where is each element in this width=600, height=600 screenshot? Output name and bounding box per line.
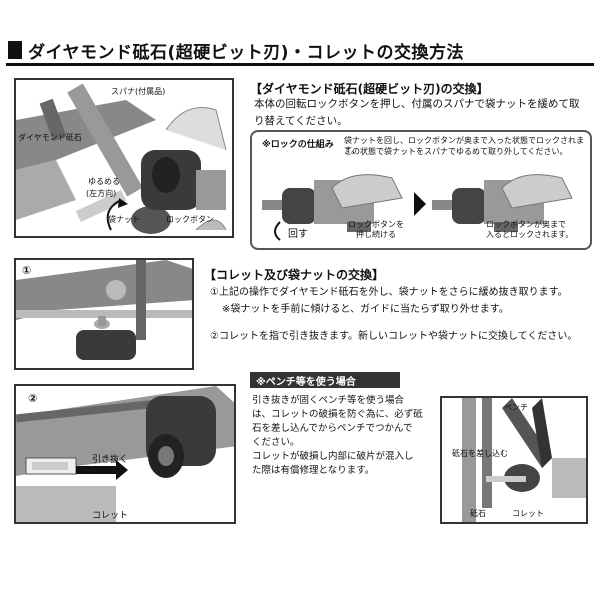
tool-step1-drawing	[16, 260, 194, 370]
label-lock-button: ロックボタン	[166, 214, 214, 225]
lock-mechanism-inset: ※ロックの仕組み 袋ナットを回し、ロックボタンが奥まで入った状態でロックされます…	[250, 130, 592, 250]
arrow-right-icon	[414, 192, 426, 216]
lock-inset-desc-line2: この状態で袋ナットをスパナでゆるめて取り外してください。	[344, 147, 568, 157]
label-locked-line2: 入るとロックされます。	[486, 230, 573, 240]
label-pull-out: 引き抜く	[92, 452, 128, 465]
pliers-section-title: ※ペンチ等を使う場合	[256, 373, 356, 388]
label-keep-pressing-line1: ロックボタンを	[348, 220, 404, 230]
step1-marker: ①	[22, 264, 31, 277]
label-stone: 砥石	[470, 508, 486, 519]
section1-body-line1: 本体の回転ロックボタンを押し、付属のスパナで袋ナットを緩めて取	[254, 96, 594, 113]
pliers-line3: 石を差し込んでからペンチでつかんで	[252, 422, 432, 436]
title-marker	[8, 41, 22, 59]
label-locked: ロックボタンが奥まで 入るとロックされます。	[486, 220, 573, 240]
page-title: ダイヤモンド砥石(超硬ビット刃)・コレットの交換方法	[28, 38, 464, 63]
section2-body: ①上記の操作でダイヤモンド砥石を外し、袋ナットをさらに緩め抜き取ります。 ※袋ナ…	[210, 284, 594, 345]
section2-item1-line1: ①上記の操作でダイヤモンド砥石を外し、袋ナットをさらに緩め抜き取ります。	[210, 284, 594, 301]
label-direction: (左方向)	[86, 188, 116, 199]
label-collet: コレット	[92, 508, 128, 521]
section1-body-line2: り替えてください。	[254, 113, 594, 130]
pliers-line5: コレットが破損し内部に破片が混入し	[252, 450, 432, 464]
pliers-section-body: 引き抜きが固くペンチ等を使う場合 は、コレットの破損を防ぐ為に、必ず砥 石を差し…	[252, 394, 432, 478]
pliers-line2: は、コレットの破損を防ぐ為に、必ず砥	[252, 408, 432, 422]
section2-item2: ②コレットを指で引き抜きます。新しいコレットや袋ナットに交換してください。	[210, 328, 594, 345]
label-cap-nut: 袋ナット	[108, 214, 140, 225]
section2-item1-line2: ※袋ナットを手前に傾けると、ガイドに当たらず取り外せます。	[210, 301, 594, 318]
pliers-line1: 引き抜きが固くペンチ等を使う場合	[252, 394, 432, 408]
illustration-spanner: スパナ(付属品) ダイヤモンド砥石 ゆるめる (左方向) 袋ナット ロックボタン	[14, 78, 234, 238]
step2-marker: ②	[28, 392, 37, 405]
label-pliers: ペンチ	[504, 402, 528, 413]
label-keep-pressing: ロックボタンを 押し続ける	[348, 220, 404, 240]
lock-inset-title: ※ロックの仕組み	[262, 140, 334, 150]
section2-heading: 【コレット及び袋ナットの交換】	[204, 266, 384, 283]
pliers-line4: ください。	[252, 436, 432, 450]
pliers-drawing	[442, 398, 588, 524]
pliers-section-header: ※ペンチ等を使う場合	[250, 372, 400, 388]
label-turn: 回す	[288, 230, 308, 240]
section1-body: 本体の回転ロックボタンを押し、付属のスパナで袋ナットを緩めて取 り替えてください…	[254, 96, 594, 130]
label-keep-pressing-line2: 押し続ける	[348, 230, 404, 240]
illustration-pliers: ペンチ 砥石を差し込む 砥石 コレット	[440, 396, 588, 524]
label-locked-line1: ロックボタンが奥まで	[486, 220, 573, 230]
section1-heading: 【ダイヤモンド砥石(超硬ビット刃)の交換】	[250, 80, 489, 97]
label-loosen: ゆるめる	[88, 176, 120, 187]
label-diamond-stone: ダイヤモンド砥石	[18, 132, 82, 143]
illustration-step2: ② 引き抜く コレット	[14, 384, 236, 524]
pliers-line6: た際は有償修理となります。	[252, 464, 432, 478]
label-insert-stone: 砥石を差し込む	[452, 448, 508, 459]
page-title-bar: ダイヤモンド砥石(超硬ビット刃)・コレットの交換方法	[6, 36, 594, 66]
label-collet-pliers: コレット	[512, 508, 544, 519]
label-spanner: スパナ(付属品)	[111, 86, 165, 97]
illustration-step1: ①	[14, 258, 194, 370]
